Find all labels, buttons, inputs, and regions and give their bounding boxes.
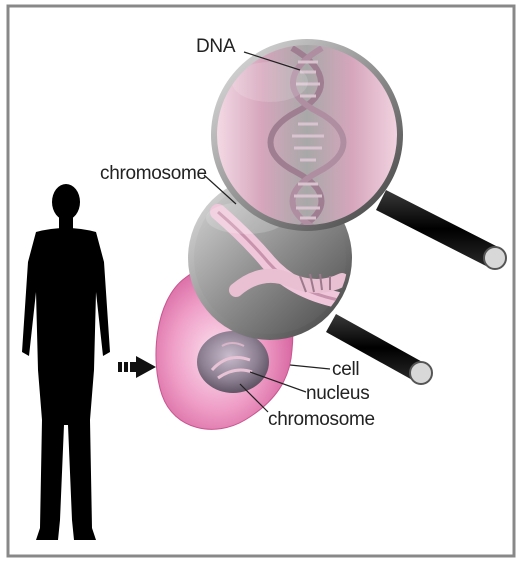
label-dna: DNA [196,36,236,57]
label-cell: cell [332,359,359,380]
magnifier-lens-dna [211,39,403,231]
nucleus-shape [197,331,269,393]
label-chromosome-top: chromosome [100,163,207,184]
label-nucleus: nucleus [306,383,369,404]
label-chromosome-bottom: chromosome [268,409,375,430]
